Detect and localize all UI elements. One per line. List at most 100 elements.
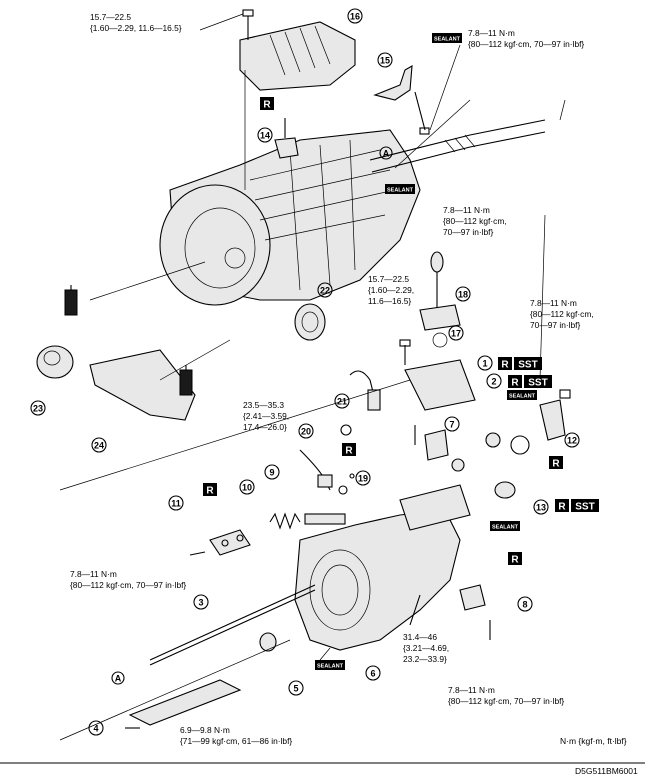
svg-text:SEALANT: SEALANT: [387, 188, 414, 194]
torque-12-line1: 7.8—11 N·m: [530, 298, 577, 308]
frame-line: [59, 379, 411, 491]
torque-8-line2: {80—112 kgf·cm, 70—97 in·lbf}: [448, 696, 564, 706]
plunger-9: [304, 513, 346, 525]
torque-11-line2: {80—112 kgf·cm, 70—97 in·lbf}: [70, 580, 186, 590]
bell-housing: [159, 184, 271, 306]
replace-badge-gasket: R: [508, 552, 522, 566]
svg-text:24: 24: [94, 441, 104, 451]
callout-22: 22: [317, 282, 333, 298]
units-note: N·m {kgf·m, ft·lbf}: [560, 736, 627, 746]
torque-12-line2: {80—112 kgf·cm,: [530, 309, 594, 319]
svg-text:18: 18: [458, 290, 468, 300]
torque-16-line1: 15.7—22.5: [90, 12, 131, 22]
speed-sensor: [299, 370, 381, 495]
svg-text:SEALANT: SEALANT: [492, 525, 519, 531]
svg-text:SST: SST: [518, 360, 537, 371]
torque-21-line3: 17.4—26.0}: [243, 422, 287, 432]
callout-9: 9: [264, 464, 280, 480]
callout-5: 5: [288, 680, 304, 696]
svg-text:12: 12: [567, 436, 577, 446]
callout-15: 15: [377, 52, 393, 68]
torque-8-line1: 7.8—11 N·m: [448, 685, 495, 695]
shift-rod-3: [149, 584, 316, 661]
callout-14: 14: [257, 127, 273, 143]
svg-text:R: R: [558, 502, 566, 513]
sst-badge-1: SST: [514, 357, 542, 371]
callout-12: 12: [564, 432, 580, 448]
callout-7: 7: [444, 416, 460, 432]
svg-text:22: 22: [320, 286, 330, 296]
sealant-badge-6: SEALANT: [315, 660, 345, 670]
shift-lever-assembly: [419, 251, 461, 348]
o-ring-2: [510, 435, 530, 455]
torque-spec-21: 23.5—35.3 {2.41—3.59, 17.4—26.0}: [243, 400, 289, 432]
callout-13: 13: [533, 499, 549, 515]
shift-cover-17: [399, 339, 476, 411]
torque-17-line2: {1.60—2.29,: [368, 285, 414, 295]
svg-text:11: 11: [171, 499, 181, 509]
sst-badge-13: SST: [571, 499, 599, 513]
torque-15-line2: {80—112 kgf·cm, 70—97 in·lbf}: [468, 39, 584, 49]
plug-2: [485, 432, 501, 448]
replace-badge-11: R: [203, 483, 217, 497]
svg-text:R: R: [511, 378, 519, 389]
svg-text:8: 8: [522, 600, 527, 610]
grease-tube-1: [64, 289, 78, 316]
callout-21: 21: [334, 393, 350, 409]
spring-plunger: [189, 512, 346, 556]
torque-12-line3: 70—97 in·lbf}: [530, 320, 580, 330]
spring-10: [269, 512, 301, 530]
svg-text:SST: SST: [575, 502, 594, 513]
svg-text:9: 9: [269, 468, 274, 478]
torque-spec-11: 7.8—11 N·m {80—112 kgf·cm, 70—97 in·lbf}: [70, 569, 186, 590]
torque-11-line1: 7.8—11 N·m: [70, 569, 117, 579]
svg-text:3: 3: [198, 598, 203, 608]
mainshaft: [369, 119, 546, 161]
torque-21-line2: {2.41—3.59,: [243, 411, 289, 421]
svg-text:R: R: [263, 100, 271, 111]
replace-badge-13: R: [555, 499, 569, 513]
replace-badge-1: R: [498, 357, 512, 371]
callout-2: 2: [486, 373, 502, 389]
replace-badge-oring: R: [549, 456, 563, 470]
svg-text:R: R: [552, 459, 560, 470]
torque-spec-18: 7.8—11 N·m {80—112 kgf·cm, 70—97 in·lbf}: [443, 205, 507, 237]
transmission-case: [89, 99, 546, 306]
svg-text:15: 15: [380, 56, 390, 66]
shift-lever-part: [274, 118, 299, 159]
bearing-22: [294, 303, 326, 341]
grease-tube-2: [179, 369, 193, 396]
torque-17-line3: 11.6—16.5}: [368, 296, 411, 306]
svg-text:A: A: [383, 149, 390, 159]
ref-a-top: A: [379, 146, 393, 160]
svg-text:R: R: [206, 486, 214, 497]
torque-spec-12: 7.8—11 N·m {80—112 kgf·cm, 70—97 in·lbf}: [530, 298, 594, 330]
top-cover: [199, 9, 356, 91]
svg-text:17: 17: [451, 329, 461, 339]
oil-seal-13: [494, 481, 516, 499]
svg-text:R: R: [345, 446, 353, 457]
torque-spec-8: 7.8—11 N·m {80—112 kgf·cm, 70—97 in·lbf}: [448, 685, 564, 706]
torque-spec-16: 15.7—22.5 {1.60—2.29, 11.6—16.5}: [90, 12, 182, 33]
svg-text:SEALANT: SEALANT: [317, 664, 344, 670]
callout-3: 3: [193, 594, 209, 610]
callout-1: 1: [477, 355, 493, 371]
torque-21-line1: 23.5—35.3: [243, 400, 284, 410]
callout-20: 20: [298, 423, 314, 439]
release-bearing-23: [36, 345, 74, 379]
bracket-4: [128, 679, 242, 726]
svg-text:13: 13: [536, 503, 546, 513]
torque-18-line1: 7.8—11 N·m: [443, 205, 490, 215]
release-fork-24: [89, 349, 196, 421]
torque-15-line1: 7.8—11 N·m: [468, 28, 515, 38]
replace-badge-20: R: [342, 443, 356, 457]
callout-18: 18: [455, 286, 471, 302]
release-bearing-group: [36, 285, 326, 421]
torque-spec-17: 15.7—22.5 {1.60—2.29, 11.6—16.5}: [368, 274, 414, 306]
torque-6-line1: 31.4—46: [403, 632, 437, 642]
svg-text:R: R: [501, 360, 509, 371]
callout-11: 11: [168, 495, 184, 511]
figure-code: D5G511BM6001: [575, 766, 638, 776]
svg-text:1: 1: [482, 359, 487, 369]
callout-17: 17: [448, 325, 464, 341]
